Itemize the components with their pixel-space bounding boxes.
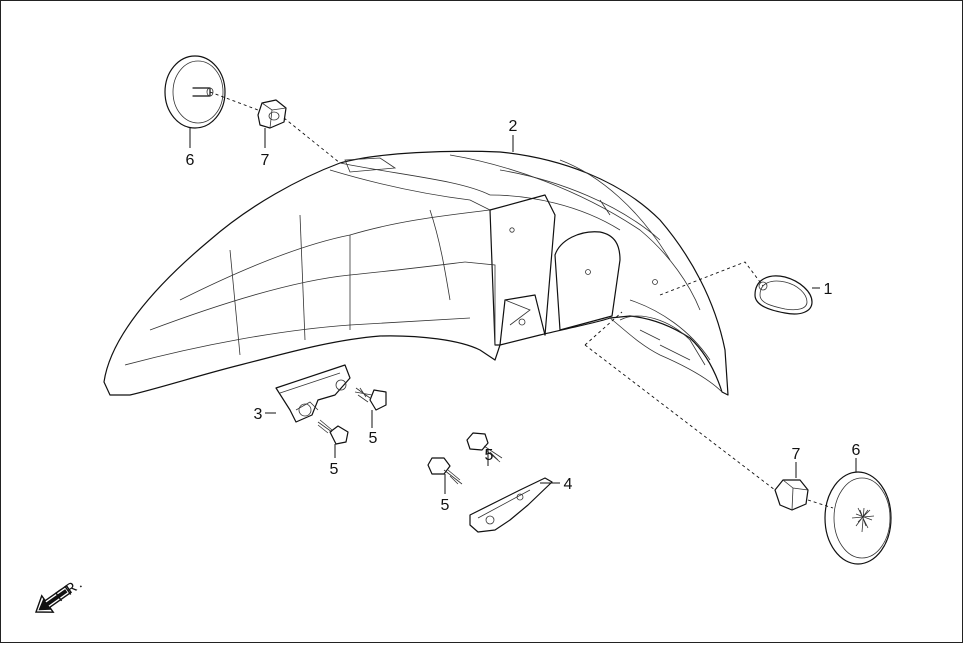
callout-6-lower: 6	[852, 442, 861, 459]
front-direction-arrow-icon	[35, 584, 73, 613]
bolt-a	[354, 387, 387, 411]
bolt-d	[466, 432, 503, 463]
bracket-left	[275, 364, 351, 423]
reflector-cap-right	[824, 471, 892, 565]
callout-7-upper: 7	[261, 152, 270, 169]
callout-3: 3	[254, 406, 263, 423]
callout-4: 4	[564, 476, 573, 493]
flange-nut-upper	[257, 99, 287, 129]
callout-6-upper: 6	[186, 152, 195, 169]
front-fender	[103, 150, 729, 396]
bolt-b	[317, 419, 349, 445]
callout-1: 1	[824, 281, 833, 298]
callout-5-a: 5	[369, 430, 378, 447]
bolt-c	[427, 457, 463, 485]
grommet	[754, 275, 813, 315]
callout-5-b: 5	[330, 461, 339, 478]
flange-nut-lower	[774, 479, 809, 511]
bracket-right	[469, 477, 553, 533]
reflector-cap-left	[164, 55, 226, 129]
callout-2: 2	[509, 118, 518, 135]
callout-5-c: 5	[441, 497, 450, 514]
callout-7-lower: 7	[792, 446, 801, 463]
callout-5-d: 5	[485, 447, 494, 464]
